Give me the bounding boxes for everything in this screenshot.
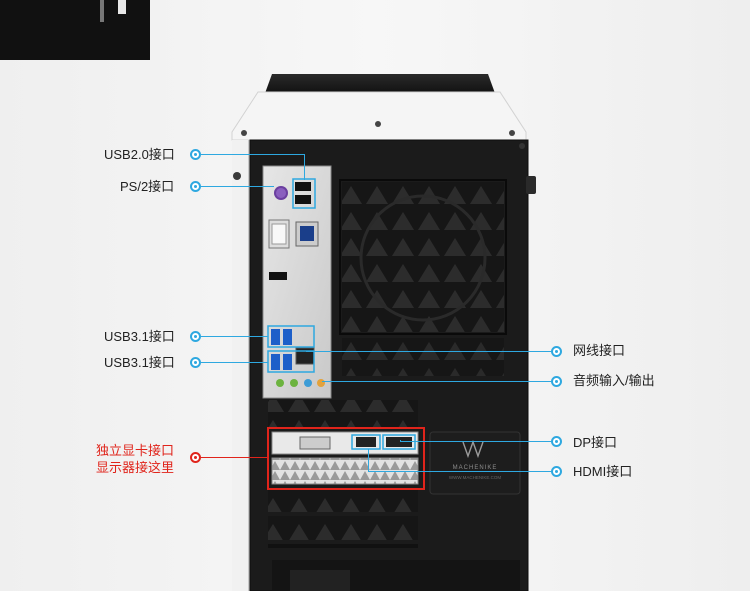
audio-callout-dot [551,376,562,387]
ps2-callout-dot [190,181,201,192]
background-corner-stripe [100,0,104,22]
gpu-port-label-line2: 显示器接这里 [96,460,175,475]
gpu-callout-dot [190,452,201,463]
usb31-a-callout-line [201,336,268,337]
usb31-port-label-a: USB3.1接口 [104,329,175,344]
dp-callout-line [400,441,552,442]
lan-port-label: 网线接口 [573,343,626,358]
audio-port-label: 音频输入/输出 [573,373,655,388]
hdmi-callout-line [368,471,552,472]
usb20-port-label: USB2.0接口 [104,147,175,162]
dp-callout-dot [551,436,562,447]
dp-port-label: DP接口 [573,435,618,450]
hdmi-callout-dot [551,466,562,477]
badge-brand-text: MACHENIKE [453,465,498,471]
badge-url-text: WWW.MACHENIKE.COM [449,475,501,480]
lan-callout-dot [551,346,562,357]
usb31-b-callout-dot [190,357,201,368]
usb20-callout-line [201,154,304,155]
background-corner-stripe [118,0,126,14]
gpu-highlight-box [267,427,425,490]
usb31-a-callout-dot [190,331,201,342]
hdmi-callout-line [368,449,369,472]
usb31-b-callout-line [201,362,268,363]
ps2-port-label: PS/2接口 [120,179,175,194]
gpu-port-label-line1: 独立显卡接口 [96,443,175,458]
usb20-callout-dot [190,149,201,160]
ps2-callout-line [201,186,274,187]
usb31-port-label-b: USB3.1接口 [104,355,175,370]
gpu-callout-line [201,457,268,458]
hdmi-port-label: HDMI接口 [573,464,633,479]
audio-callout-line [322,381,552,382]
lan-callout-line [306,351,552,352]
usb20-callout-line [304,154,305,180]
